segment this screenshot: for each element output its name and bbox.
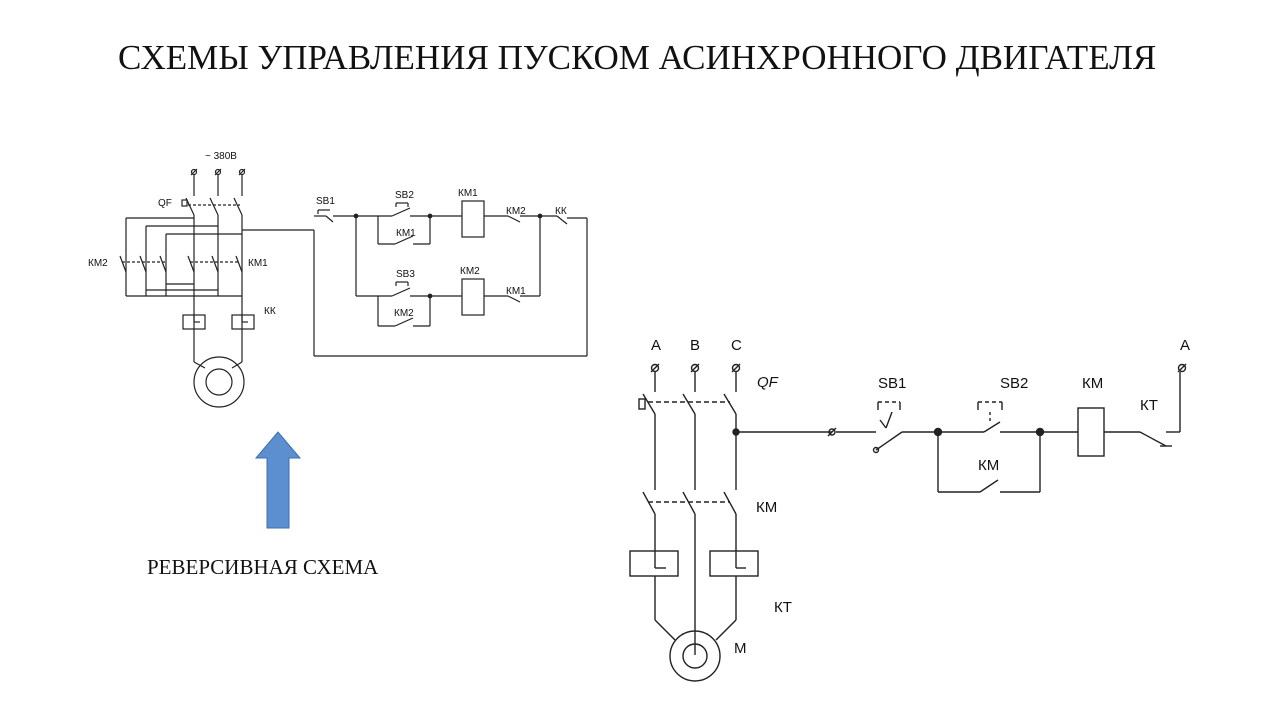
phase-b-label: B	[690, 337, 700, 354]
sb3-start-button	[391, 281, 411, 297]
phase-terminals	[190, 168, 246, 176]
phase-terminals-right	[650, 363, 741, 373]
motor-symbol-2	[669, 630, 721, 682]
sb3-label: SB3	[396, 269, 415, 280]
sb2-start-button	[391, 202, 411, 217]
phase-a-label: A	[651, 337, 661, 354]
km2-contact-label: КМ2	[506, 206, 526, 217]
kk-label: КК	[264, 306, 276, 317]
qf-label-right: QF	[757, 374, 779, 391]
km-power-contacts-right	[642, 491, 737, 515]
motor-label: М	[734, 640, 747, 657]
kt-relay-label: КТ	[774, 599, 792, 616]
phase-end-label: А	[1180, 337, 1190, 354]
km1-coil	[461, 200, 485, 238]
scheme-caption: РЕВЕРСИВНАЯ СХЕМА	[147, 555, 379, 579]
slide-title: СХЕМЫ УПРАВЛЕНИЯ ПУСКОМ АСИНХРОННОГО ДВИ…	[118, 38, 1157, 77]
km1-hold-label: КМ1	[396, 228, 416, 239]
kt-label-control: КТ	[1140, 397, 1158, 414]
qf-breaker-right	[638, 393, 737, 415]
km1-coil-label: КМ1	[458, 188, 478, 199]
km2-coil	[461, 278, 485, 316]
km2-coil-label: КМ2	[460, 266, 480, 277]
qf-breaker	[181, 197, 243, 216]
km-power-label: КМ	[756, 499, 777, 516]
km1-power-contacts	[187, 255, 243, 273]
supply-label: ~ 380В	[205, 151, 237, 162]
km1-interlock-label: КМ1	[506, 286, 526, 297]
sb2-start-right	[938, 401, 1040, 433]
km2-power-label: КМ2	[88, 258, 108, 269]
km-coil-label: КМ	[1082, 375, 1103, 392]
sb2-label-right: SB2	[1000, 375, 1028, 392]
kt-thermal-elements	[629, 550, 759, 577]
km1-power-label: КМ1	[248, 258, 268, 269]
sb1-stop-right	[872, 401, 903, 454]
kk-thermal-relay	[182, 314, 255, 330]
km-hold-label: КМ	[978, 457, 999, 474]
km-coil-right	[1077, 407, 1105, 457]
km2-hold-label: КМ2	[394, 308, 414, 319]
sb1-stop-button	[314, 209, 334, 223]
up-arrow	[254, 431, 302, 529]
sb1-label-right: SB1	[878, 375, 906, 392]
direct-start-scheme: A B C QF	[629, 337, 1190, 682]
kk-contact-label: КК	[555, 206, 567, 217]
sb2-label-rev: SB2	[395, 190, 414, 201]
km2-power-contacts	[119, 255, 167, 273]
phase-c-label: C	[731, 337, 742, 354]
qf-label: QF	[158, 198, 172, 209]
reversing-scheme: ~ 380В QF	[88, 151, 588, 408]
motor-symbol-1	[193, 356, 245, 408]
sb1-label-rev: SB1	[316, 196, 335, 207]
